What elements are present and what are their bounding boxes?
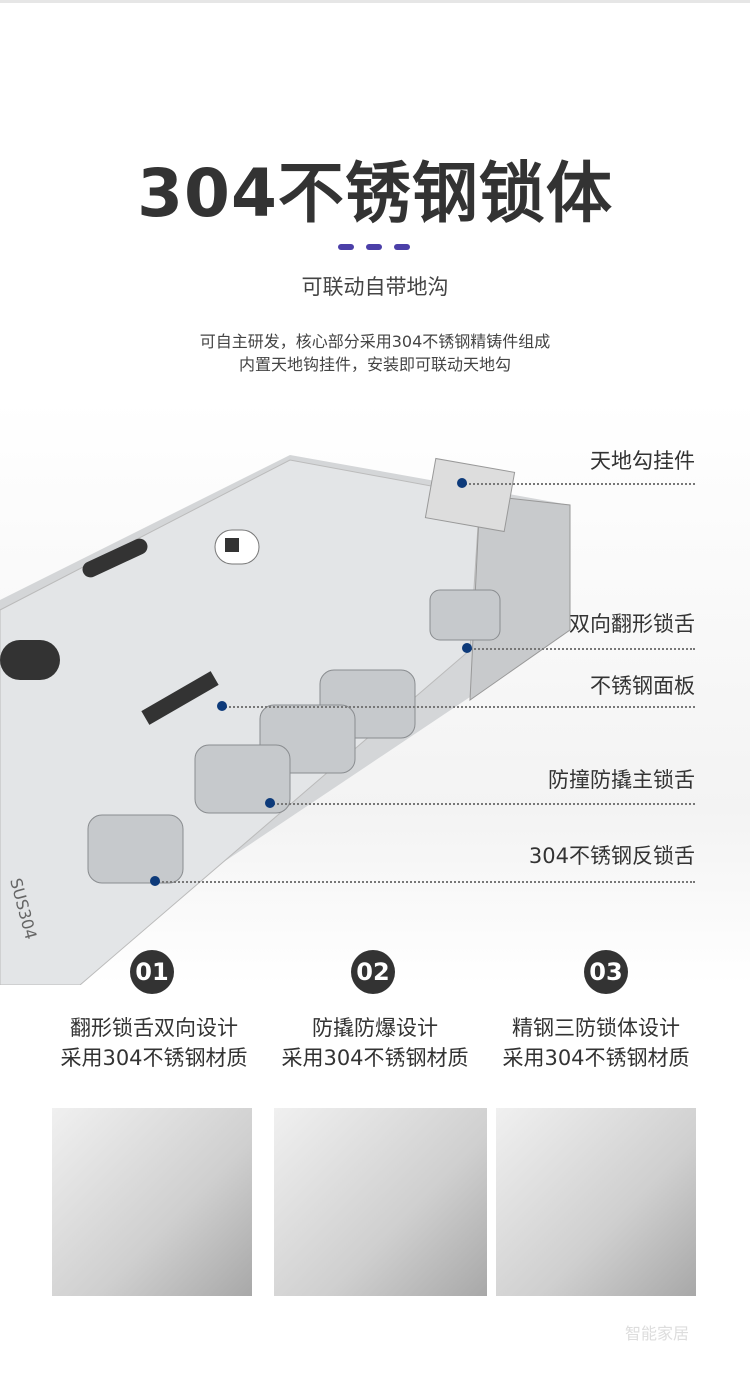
callout-deadbolt: 304不锈钢反锁舌 [528,844,695,868]
description: 可自主研发，核心部分采用304不锈钢精铸件组成 内置天地钩挂件，安装即可联动天地… [0,330,750,376]
feature-line: 采用304不锈钢材质 [60,1046,248,1070]
leader-line [467,648,695,650]
feature-line: 采用304不锈钢材质 [502,1046,690,1070]
leader-line [462,483,695,485]
feature-line: 采用304不锈钢材质 [281,1046,469,1070]
top-divider [0,0,750,3]
marker-dot [150,876,160,886]
watermark-logo: 智能家居 [625,1324,690,1343]
callout-latch: 双向翻形锁舌 [569,612,695,636]
leader-line [270,803,695,805]
feature-number: 02 [351,950,395,994]
feature-text: 防撬防爆设计采用304不锈钢材质 [255,1013,495,1073]
description-line: 可自主研发，核心部分采用304不锈钢精铸件组成 [199,332,551,351]
subtitle: 可联动自带地沟 [301,275,449,299]
feature-line: 翻形锁舌双向设计 [70,1016,238,1040]
leader-line [222,706,695,708]
callout-hook: 天地勾挂件 [590,449,695,473]
lock-illustration: SUS304 [0,455,571,986]
marker-dot [265,798,275,808]
feature-number: 03 [584,950,628,994]
description-line: 内置天地钩挂件，安装即可联动天地勾 [238,355,511,374]
thumbnail-latch [52,1108,252,1296]
feature-line: 防撬防爆设计 [312,1016,438,1040]
accent-dashes [338,244,410,250]
page-title: 304不锈钢锁体 [137,155,613,232]
marker-dot [462,643,472,653]
feature-number: 01 [130,950,174,994]
callout-main-bolt: 防撞防撬主锁舌 [548,768,695,792]
thumbnail-deadbolt [496,1108,696,1296]
feature-text: 精钢三防锁体设计采用304不锈钢材质 [476,1013,716,1073]
feature-line: 精钢三防锁体设计 [512,1016,680,1040]
lock-body-image: SUS304 [0,400,750,986]
thumbnail-bolts [274,1108,487,1296]
leader-line [155,881,695,883]
callout-panel: 不锈钢面板 [590,674,695,698]
marker-dot [457,478,467,488]
marker-dot [217,701,227,711]
feature-text: 翻形锁舌双向设计采用304不锈钢材质 [34,1013,274,1073]
